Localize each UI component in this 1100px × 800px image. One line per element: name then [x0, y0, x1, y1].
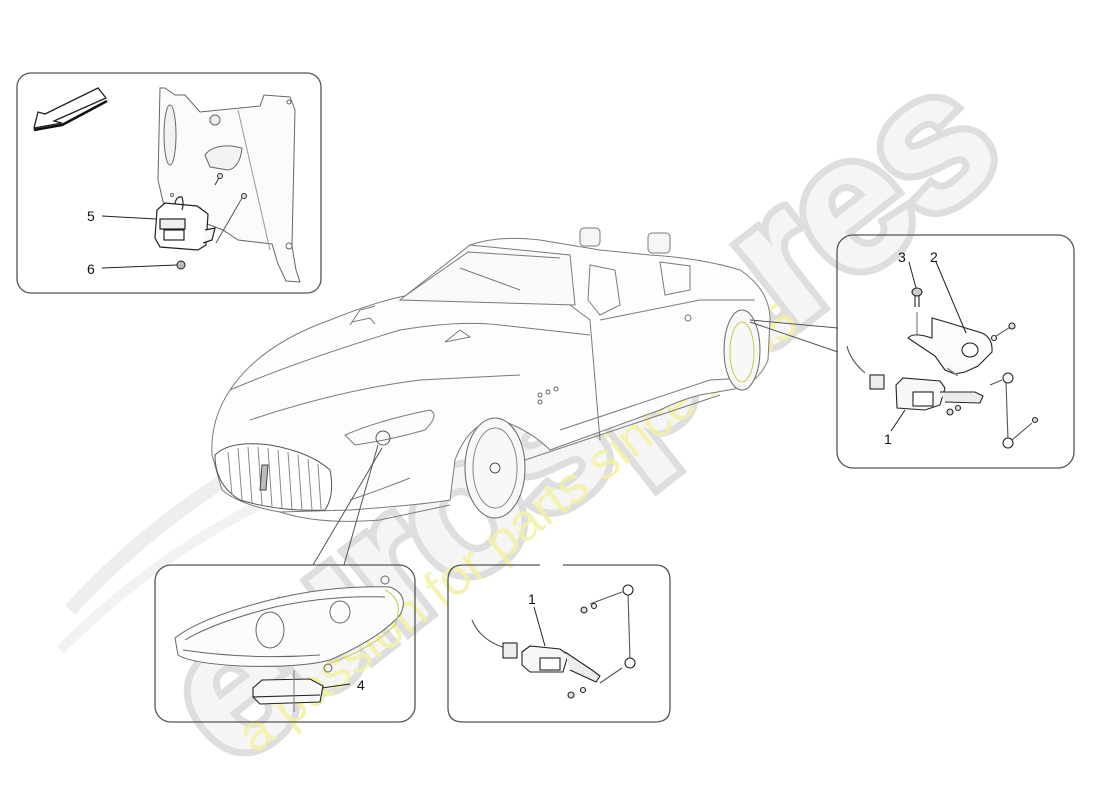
panel-bottom-middle	[447, 564, 671, 723]
panel-top-left	[16, 72, 322, 294]
panel-right	[836, 234, 1075, 469]
nut-icon	[176, 260, 186, 270]
callout-4: 4	[357, 677, 365, 693]
fender-bracket	[157, 87, 301, 283]
callout-2: 2	[930, 249, 938, 265]
car-convertible	[211, 227, 771, 522]
control-unit	[154, 196, 216, 251]
direction-arrow-icon	[33, 87, 108, 132]
headlight-assembly	[174, 575, 404, 673]
ride-height-sensor-front	[471, 584, 636, 699]
panel-bottom-left	[154, 564, 416, 723]
callout-6: 6	[87, 261, 95, 277]
callout-1-rear: 1	[884, 431, 892, 447]
xenon-ballast	[252, 678, 324, 705]
callout-1-front: 1	[528, 591, 536, 607]
callout-5: 5	[87, 208, 95, 224]
ride-height-sensor-rear	[846, 287, 1039, 449]
callout-3: 3	[898, 249, 906, 265]
